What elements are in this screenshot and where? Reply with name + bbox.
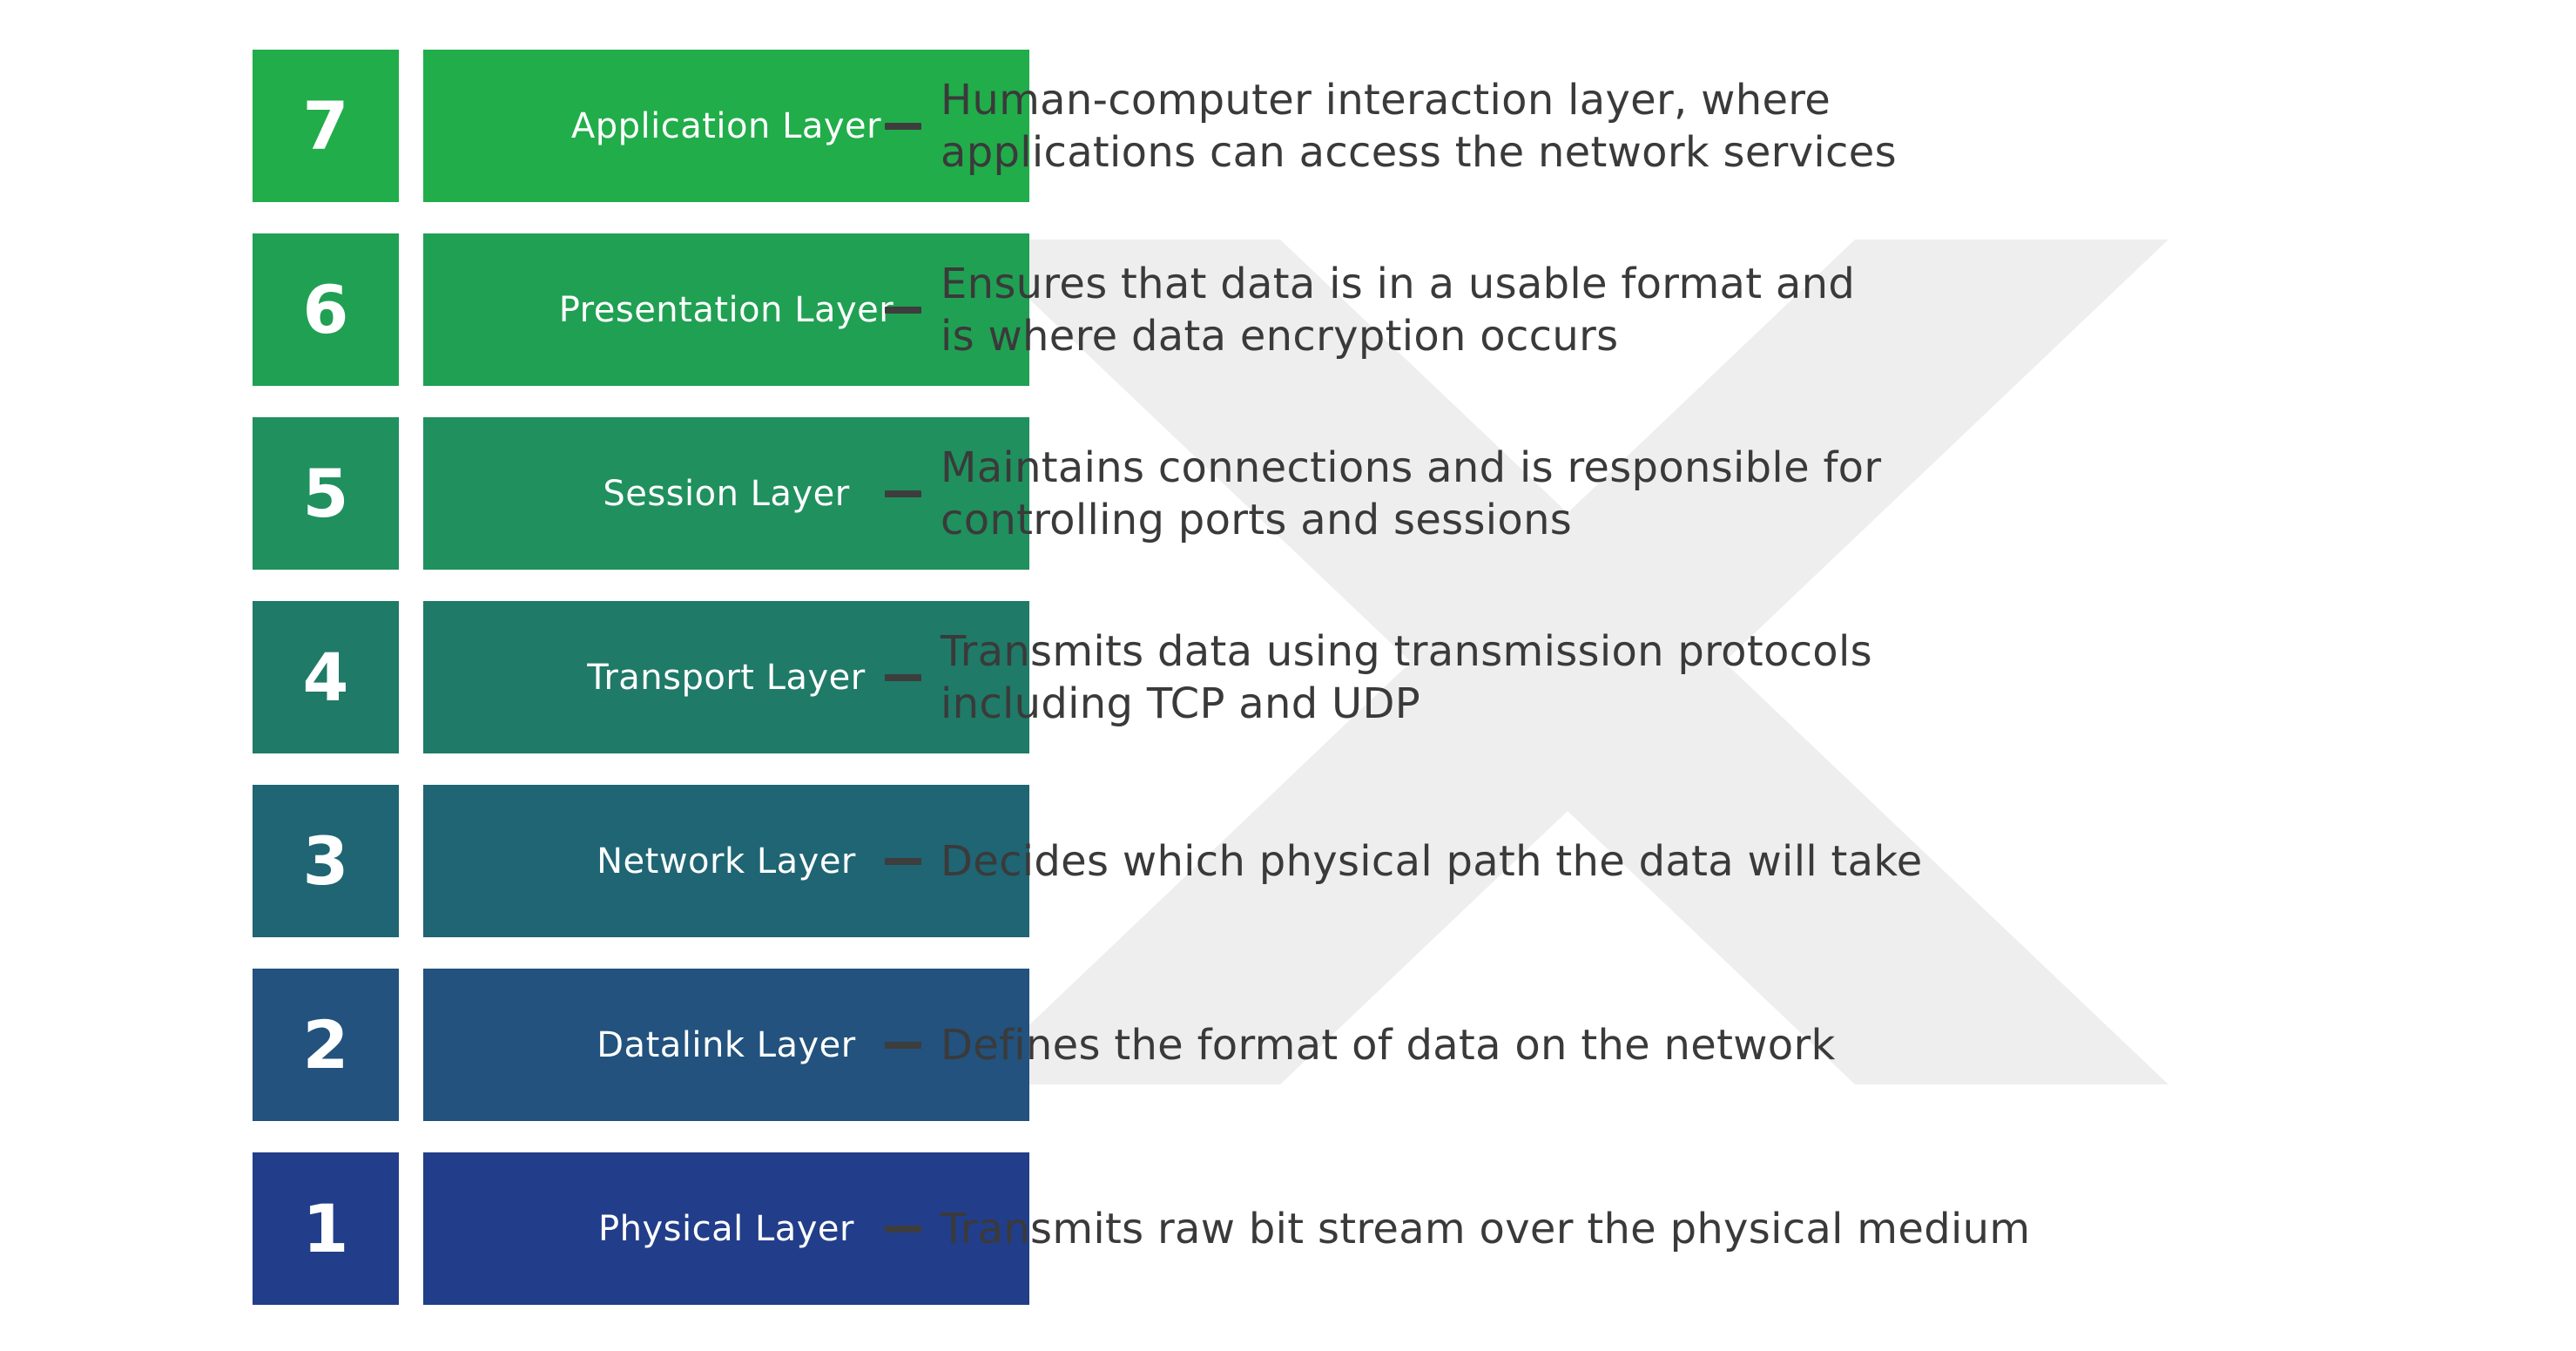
layer-number-box: 7 [253, 50, 399, 202]
dash-separator [885, 858, 921, 865]
layer-description-line: Transmits raw bit stream over the physic… [941, 1204, 2031, 1253]
layer-description-line: Ensures that data is in a usable format … [941, 259, 1856, 308]
layer-description: Transmits data using transmission protoc… [941, 601, 2334, 753]
layer-description: Transmits raw bit stream over the physic… [941, 1152, 2334, 1305]
layer-description-line: applications can access the network serv… [941, 127, 1897, 177]
layer-description-line: Maintains connections and is responsible… [941, 442, 1882, 492]
layer-name-box: Transport Layer [423, 601, 1029, 753]
layer-description: Ensures that data is in a usable format … [941, 233, 2334, 386]
layer-number-box: 1 [253, 1152, 399, 1305]
layer-number-box: 2 [253, 969, 399, 1121]
layer-description-line: Transmits data using transmission protoc… [941, 626, 1872, 676]
dash-separator [885, 490, 921, 497]
dash-separator [885, 307, 921, 314]
layer-description: Decides which physical path the data wil… [941, 785, 2334, 937]
layer-description-line: Human-computer interaction layer, where [941, 75, 1831, 125]
layer-name-box: Presentation Layer [423, 233, 1029, 386]
layer-name-box: Application Layer [423, 50, 1029, 202]
dash-separator [885, 1042, 921, 1049]
dash-separator [885, 1226, 921, 1233]
layer-name-box: Physical Layer [423, 1152, 1029, 1305]
dash-separator [885, 674, 921, 681]
layer-description-line: controlling ports and sessions [941, 495, 1573, 544]
layer-description: Defines the format of data on the networ… [941, 969, 2334, 1121]
layer-description-line: is where data encryption occurs [941, 311, 1619, 361]
layer-name-box: Network Layer [423, 785, 1029, 937]
layer-name-box: Session Layer [423, 417, 1029, 570]
layer-number-box: 3 [253, 785, 399, 937]
layer-description-line: Defines the format of data on the networ… [941, 1020, 1836, 1070]
dash-separator [885, 123, 921, 130]
layer-description-line: Decides which physical path the data wil… [941, 836, 1923, 886]
layer-number-box: 5 [253, 417, 399, 570]
layer-description: Maintains connections and is responsible… [941, 417, 2334, 570]
layer-number-box: 6 [253, 233, 399, 386]
layer-number-box: 4 [253, 601, 399, 753]
layer-description-line: including TCP and UDP [941, 679, 1420, 728]
layer-name-box: Datalink Layer [423, 969, 1029, 1121]
